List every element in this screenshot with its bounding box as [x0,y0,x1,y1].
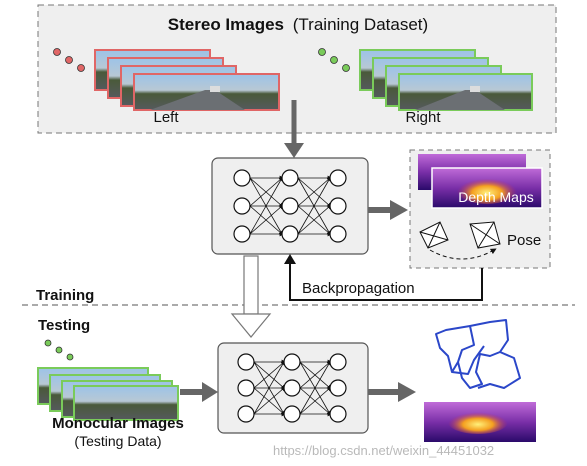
pose-label: Pose [507,232,541,249]
network-to-output-arrow [368,200,408,220]
input-to-test-network-arrow [180,382,218,402]
left-image-stack [94,49,280,111]
stereo-title: Stereo Images (Training Dataset) [168,15,428,34]
depth-label: Depth Maps [458,189,533,205]
right-stack-dots [318,48,350,72]
testing-label: Testing [38,317,90,334]
training-network [211,157,369,255]
trajectory-plot [435,319,521,389]
left-stack-dots [53,48,85,72]
testing-network [217,342,369,434]
mono-label: Monocular Images [52,415,184,432]
test-network-to-output-arrow [368,382,416,402]
depth-maps [418,154,543,209]
right-label: Right [405,109,441,126]
backprop-label: Backpropagation [302,280,415,297]
training-label: Training [36,287,94,304]
mono-image-stack [37,367,179,421]
pose-cameras [419,221,501,260]
test-depth-map [424,402,536,442]
mono-stack-dots [44,339,74,361]
weight-transfer-arrow [230,255,272,338]
right-image-stack [359,49,533,111]
mono-sublabel: (Testing Data) [74,433,161,449]
left-label: Left [153,109,179,126]
watermark: https://blog.csdn.net/weixin_44451032 [273,443,494,458]
dataset-to-network-arrow [284,100,304,158]
backprop-arrow [284,254,483,301]
